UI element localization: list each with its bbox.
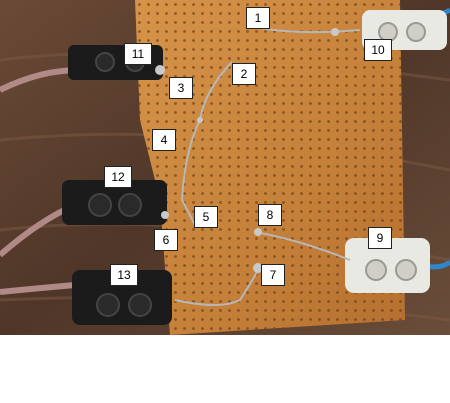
callout-1: 1 xyxy=(246,7,270,29)
jumper-wires xyxy=(174,27,361,306)
terminal-block-9 xyxy=(345,238,430,293)
solder-points xyxy=(155,28,339,273)
pink-wire-13 xyxy=(0,282,76,295)
callout-4: 4 xyxy=(152,129,176,151)
perfboard-holes xyxy=(135,0,405,335)
callout-5: 5 xyxy=(194,206,218,228)
callout-11: 11 xyxy=(124,43,152,65)
callout-6: 6 xyxy=(154,229,178,251)
callout-10: 10 xyxy=(364,39,392,61)
callout-12: 12 xyxy=(104,166,132,188)
callout-2: 2 xyxy=(232,63,256,85)
terminal-block-13 xyxy=(72,270,172,325)
callout-9: 9 xyxy=(368,227,392,249)
callout-8: 8 xyxy=(258,204,282,226)
terminal-block-12 xyxy=(62,180,167,225)
callout-7: 7 xyxy=(261,264,285,286)
callout-13: 13 xyxy=(110,264,138,286)
callout-3: 3 xyxy=(169,77,193,99)
